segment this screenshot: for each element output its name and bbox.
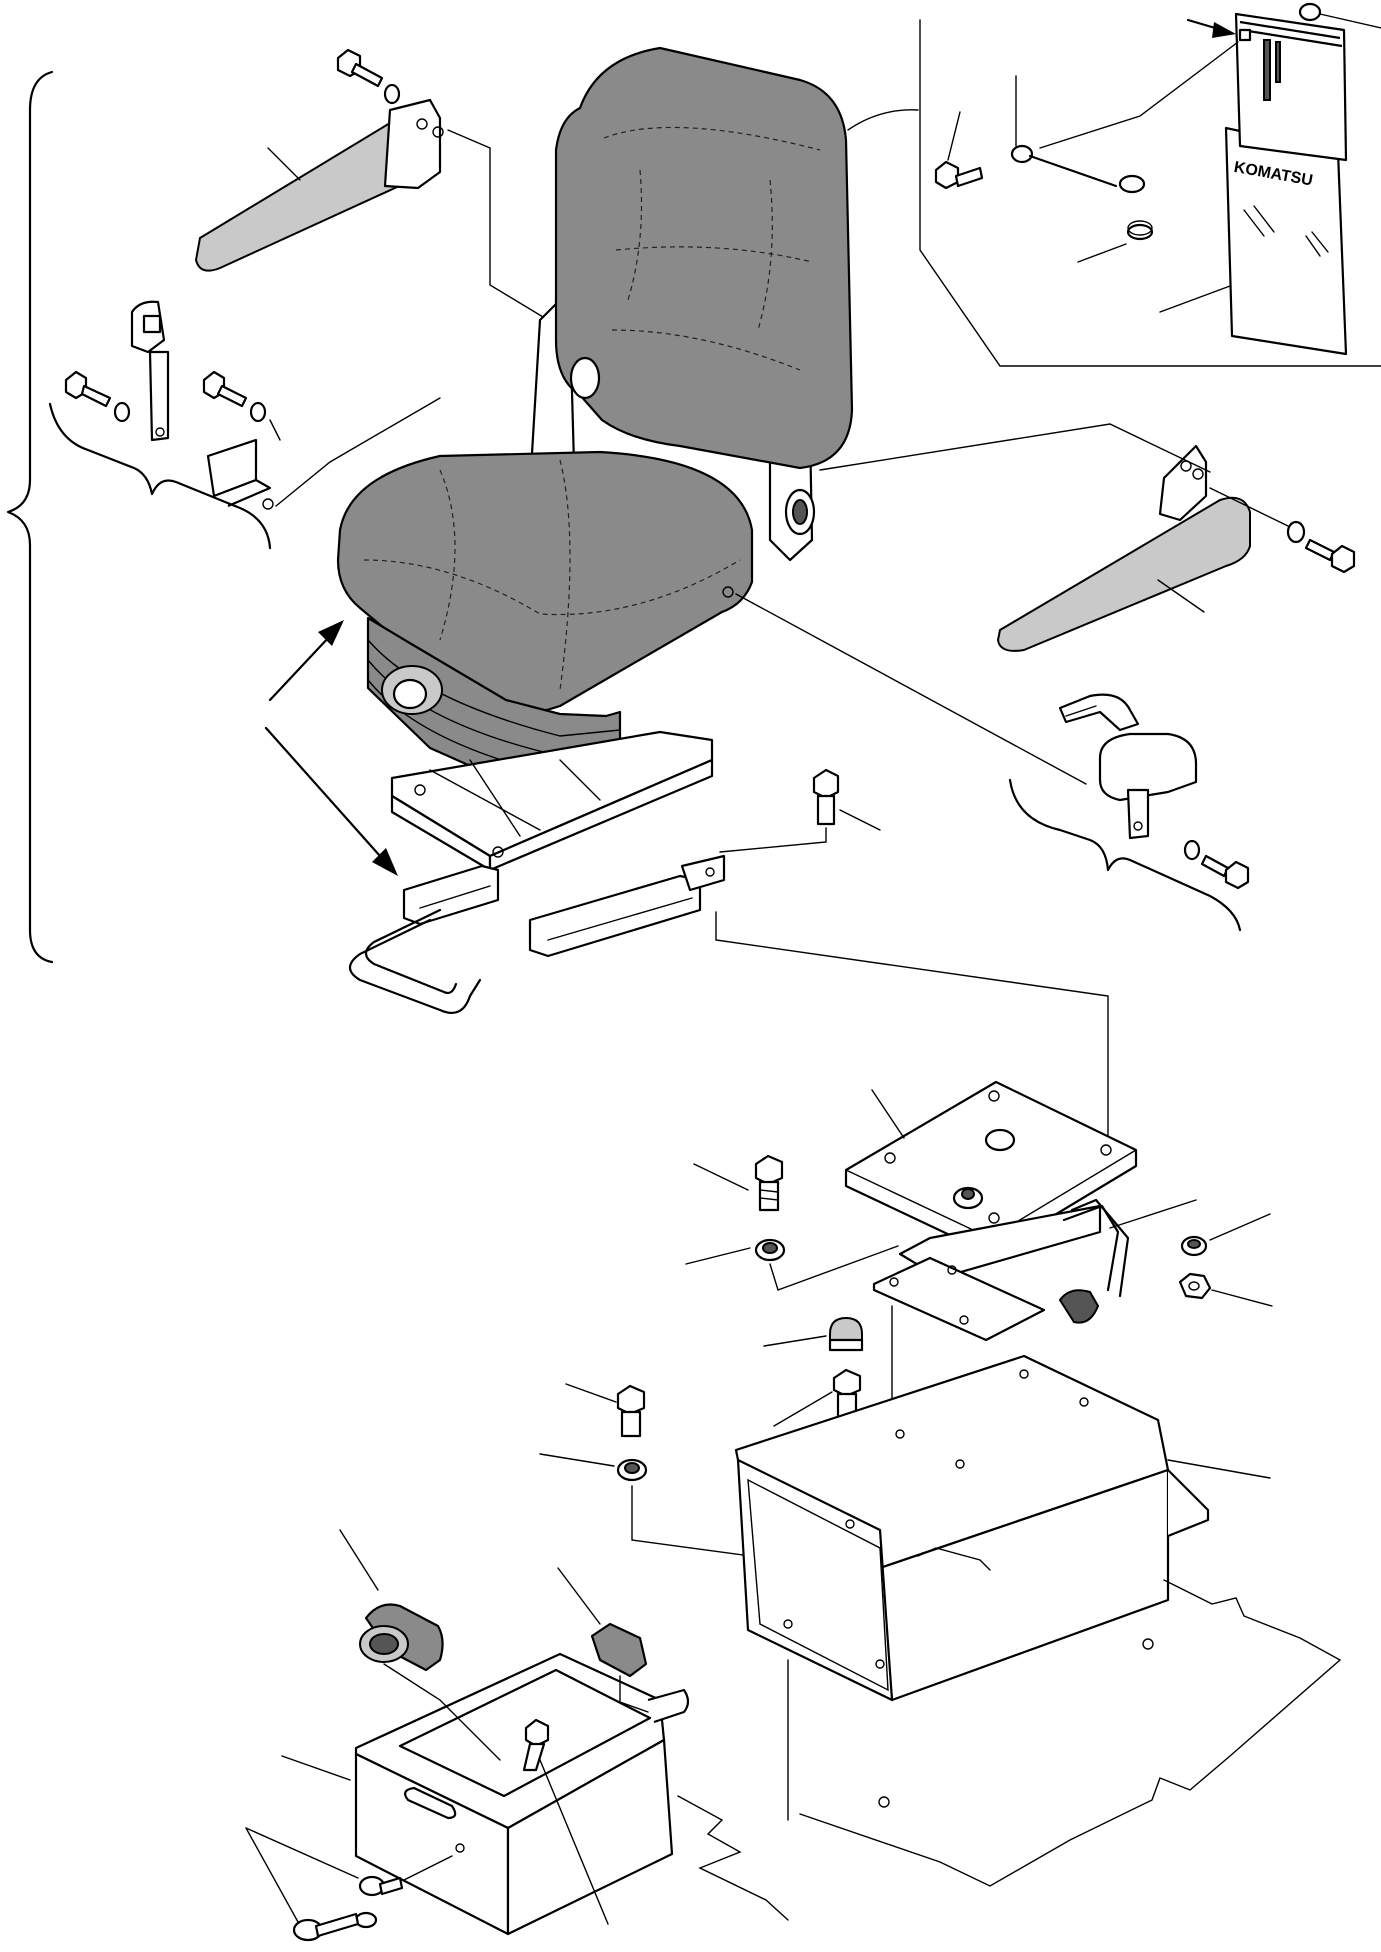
drawer-lock-key [292,1875,404,1942]
rubber-grommet [359,1603,444,1672]
leader-stopper-to-drawer [619,1675,649,1713]
leader-rail-bolt [839,809,881,831]
drawer-bolt [522,1718,550,1772]
buckle-bolt-right [202,370,267,423]
suspension-scissor-base [390,730,714,872]
left-group-brace [6,70,54,964]
leader-grommet [339,1529,379,1591]
tether-wire [1010,144,1146,194]
leader-manual-pocket [1159,285,1231,313]
leader-stopper [557,1567,601,1625]
leader-right-armrest [819,423,1211,473]
leader-box-washer-to-box [631,1485,781,1561]
leader-box-bolt [565,1383,617,1403]
leader-left-armrest-to-seat [489,147,549,321]
left-armrest [195,98,444,272]
leader-cap-nut [763,1335,827,1347]
latch-group-brace [1008,778,1242,932]
leader-swivel-plate [871,1089,905,1139]
tether-clip-ring [1126,220,1154,241]
leader-left-armrest-bolt [447,129,491,149]
right-armrest [997,444,1251,652]
box-bolt [616,1384,646,1438]
box-washer [616,1458,648,1482]
leader-key-to-drawer [403,1855,453,1881]
manual-pocket: KOMATSU [1224,12,1348,356]
leader-buckle-bolt-r [269,419,281,441]
seat-swivel-plate [844,1080,1138,1342]
plate-washer [754,1238,786,1262]
leader-nut-right [1211,1289,1273,1307]
leader-rail-to-plate [715,911,1109,1151]
left-armrest-bolt [336,48,401,105]
leader-buckle-group [275,397,441,507]
plate-bolt [754,1154,784,1212]
leader-plate-washer [685,1247,751,1265]
arrow-up-to-cushion [268,620,344,702]
seat-cushion [336,450,754,715]
leader-stud-bolt [773,1391,833,1427]
latch-bolt [1183,839,1250,890]
cap-nut [828,1317,864,1352]
buckle-bracket [206,438,274,510]
leader-swivel-handle [1109,1199,1197,1229]
seat-suspension-bellows [366,616,622,790]
leader-drawer-bolt [539,1759,609,1925]
leader-seat-stand [1167,1459,1271,1479]
leader-washer-to-plate [769,1245,899,1291]
leader-plate-bolt [693,1163,749,1191]
storage-drawer [354,1652,690,1936]
arrow-to-manual [1186,18,1236,38]
plate-nut-right [1178,1272,1212,1300]
leader-manual-retainer-bolt [1319,13,1381,29]
leader-latch-to-cushion [735,593,1087,785]
buckle-group-brace [48,402,272,550]
leader-right-armrest-bolt [1209,487,1289,527]
leader-rail-bolt-to-rail [719,827,827,853]
leader-grommet-to-drawer [383,1663,501,1761]
buckle-bolt-left [64,370,131,423]
plate-washer-right [1180,1235,1208,1257]
tether-bolt [934,160,984,190]
seat-stand-box [734,1354,1210,1702]
seat-belt-buckle [130,300,170,442]
rail-bolt [812,768,840,826]
floor-outline-break-lines [677,1547,1342,1921]
leader-tether-bolt [947,111,961,161]
seat-belt-latch [1058,693,1198,840]
leader-tether-clip [1077,243,1127,263]
right-armrest-bolt [1286,520,1356,574]
manual-retainer-bolt [1298,2,1322,22]
base-stud-bolt [832,1368,862,1422]
leader-box-washer [539,1453,615,1467]
leader-drawer [281,1755,351,1781]
seat-slide-rails [348,854,726,1014]
leader-washer-right [1209,1213,1271,1241]
swivel-lock-handle [1058,1198,1130,1324]
leader-tether-to-manual [1039,41,1239,149]
drawer-stopper [590,1622,648,1678]
key-arrow-lines [245,1827,359,1923]
arrow-down-to-rails [264,726,398,876]
manual-group-outline [847,19,1381,367]
